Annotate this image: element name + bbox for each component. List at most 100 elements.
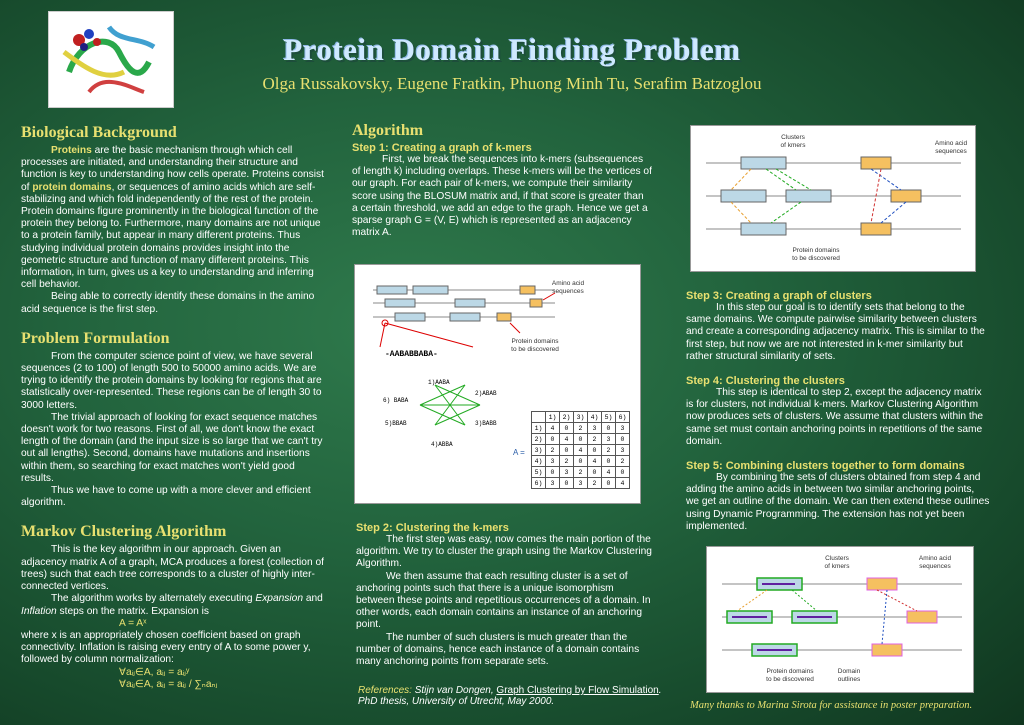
matrix-cell: 0: [545, 466, 560, 478]
heading-biological-background: Biological Background: [21, 124, 177, 141]
mca-text-c: and: [303, 593, 323, 605]
label-clusters-kmers-2: of kmers: [781, 142, 807, 149]
authors: Olga Russakovsky, Eugene Fratkin, Phuong…: [262, 74, 762, 93]
bio-paragraph-2: Being able to correctly identify these d…: [21, 291, 315, 315]
step4-title: Step 4: Clustering the clusters: [686, 375, 845, 388]
acknowledgements: Many thanks to Marina Sirota for assista…: [690, 700, 973, 711]
keyword-protein-domains: protein domains: [32, 181, 112, 193]
matrix-cell: 4: [587, 455, 602, 467]
node-4: 4)ABBA: [431, 441, 453, 448]
step1-title: Step 1: Creating a graph of k-mers: [352, 142, 532, 154]
matrix-cell: 5): [531, 466, 546, 478]
algorithm-section: Algorithm Step 1: Creating a graph of k-…: [352, 122, 652, 239]
matrix-cell: 3: [545, 477, 560, 489]
matrix-cell: 0: [601, 455, 616, 467]
matrix-cell: 3: [573, 477, 588, 489]
heading-problem-formulation: Problem Formulation: [21, 329, 170, 347]
mca-paragraph-2: The algorithm works by alternately execu…: [21, 593, 327, 617]
matrix-cell: 1): [531, 422, 546, 434]
matrix-cell: 4: [545, 422, 560, 434]
matrix-cell: 0: [545, 433, 560, 445]
matrix-cell: 3: [615, 422, 630, 434]
matrix-cell: 2: [587, 433, 602, 445]
formula-inflation-1: ∀aᵢⱼ∈A, aᵢⱼ = aᵢⱼʸ: [119, 666, 190, 678]
problem-paragraph-3: Thus we have to come up with a more clev…: [21, 485, 311, 509]
term-expansion: Expansion: [255, 593, 303, 605]
step2-title: Step 2: Clustering the k-mers: [356, 522, 509, 534]
matrix-header-cell: 1): [545, 411, 560, 423]
label-amino-acid-seqs-4: sequences: [935, 148, 967, 155]
matrix-cell: 0: [615, 466, 630, 478]
node-1: 1)AABA: [428, 379, 450, 386]
label-amino-acid-seqs-5: Amino acid: [919, 555, 952, 562]
label-protein-domains-2: to be discovered: [511, 346, 559, 353]
matrix-cell: 2: [573, 466, 588, 478]
steps-3-5-section: Step 3: Creating a graph of clusters In …: [686, 290, 990, 533]
matrix-cell: 2: [545, 444, 560, 456]
clusters-graph-figure: Clusters of kmers Amino acid sequences P…: [690, 125, 976, 272]
matrix-header-cell: 5): [601, 411, 616, 423]
matrix-cell: 3: [545, 455, 560, 467]
references-author: Stijn van Dongen,: [411, 685, 497, 696]
mca-text-a: The algorithm works by alternately execu…: [51, 593, 256, 605]
label-protein-domains-3: Protein domains: [793, 247, 841, 254]
matrix-cell: 3: [601, 433, 616, 445]
step5-title: Step 5: Combining clusters together to f…: [686, 460, 965, 473]
label-amino-acid-seqs-2: sequences: [552, 288, 584, 295]
matrix-cell: 4: [573, 444, 588, 456]
step5-text: By combining the sets of clusters obtain…: [686, 472, 990, 532]
bio-paragraph-1: Proteins are the basic mechanism through…: [21, 145, 327, 291]
heading-algorithm: Algorithm: [352, 122, 424, 139]
left-column: Biological Background Proteins are the b…: [21, 124, 327, 691]
matrix-cell: 3): [531, 444, 546, 456]
matrix-cell: 0: [573, 455, 588, 467]
matrix-cell: 2: [615, 455, 630, 467]
node-2: 2)ABAB: [475, 390, 497, 397]
matrix-cell: 6): [531, 477, 546, 489]
step1-text: First, we break the sequences into k-mer…: [352, 154, 652, 239]
kmer-sequence: -AABABBABA-: [385, 350, 438, 359]
matrix-cell: 2: [559, 455, 574, 467]
label-amino-acid-seqs-1: Amino acid: [552, 280, 585, 287]
poster-title: Protein Domain Finding Problem: [283, 32, 741, 67]
label-amino-acid-seqs-6: sequences: [919, 563, 951, 570]
step3-title: Step 3: Creating a graph of clusters: [686, 290, 872, 302]
matrix-cell: 0: [587, 466, 602, 478]
references-thesis: PhD thesis, University of Utrecht, May 2…: [358, 696, 555, 707]
label-clusters-kmers-3: Clusters: [825, 555, 850, 562]
formula-inflation-2: ∀aᵢⱼ∈A, aᵢⱼ = aᵢⱼ / ∑ₙaₙⱼ: [119, 678, 218, 690]
label-protein-domains-4: to be discovered: [792, 255, 840, 262]
matrix-cell: 0: [587, 444, 602, 456]
node-6: 6) BABA: [383, 397, 409, 404]
matrix-label: A =: [513, 448, 525, 457]
matrix-header-cell: 3): [573, 411, 588, 423]
references-link[interactable]: Graph Clustering by Flow Simulation: [496, 685, 659, 696]
matrix-header-cell: 6): [615, 411, 630, 423]
problem-paragraph-1: From the computer science point of view,…: [21, 350, 322, 411]
matrix-cell: 3: [559, 466, 574, 478]
matrix-header-cell: 2): [559, 411, 574, 423]
step2-section: Step 2: Clustering the k-mers The first …: [356, 522, 652, 668]
matrix-cell: 0: [559, 477, 574, 489]
matrix-cell: 0: [573, 433, 588, 445]
mca-paragraph-3: where x is an appropriately chosen coeff…: [21, 629, 311, 666]
kmer-graph-figure: -AABABBABA- 1)AABA 2)ABAB 3)BABB 4)ABBA …: [354, 264, 641, 504]
matrix-cell: 4: [559, 433, 574, 445]
matrix-cell: 2): [531, 433, 546, 445]
matrix-cell: 2: [601, 444, 616, 456]
problem-paragraph-2: The trivial approach of looking for exac…: [21, 411, 323, 484]
mca-paragraph-1: This is the key algorithm in our approac…: [21, 544, 324, 593]
label-protein-domains-6: to be discovered: [766, 676, 814, 683]
references-label: References:: [358, 685, 412, 696]
matrix-cell: 0: [615, 433, 630, 445]
matrix-cell: 4: [615, 477, 630, 489]
matrix-cell: 2: [573, 422, 588, 434]
matrix-cell: 3: [587, 422, 602, 434]
references-dot: .: [658, 685, 662, 696]
